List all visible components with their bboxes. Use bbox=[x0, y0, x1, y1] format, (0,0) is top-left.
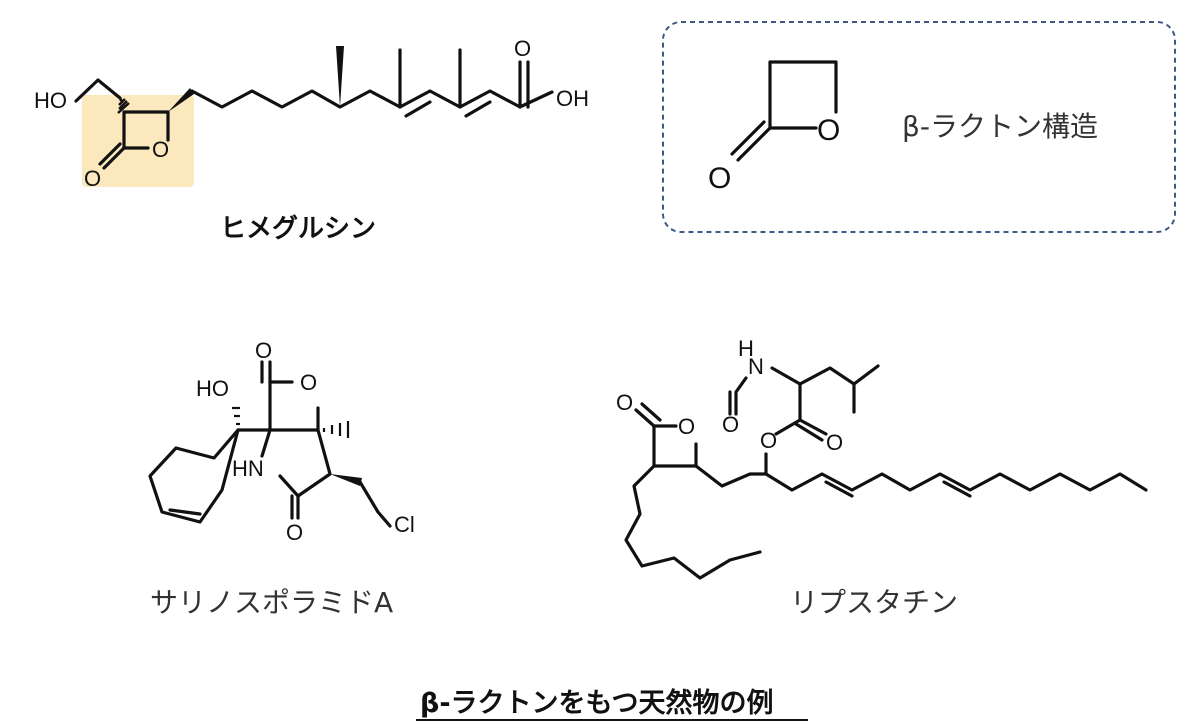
bond-core-carbonyl bbox=[730, 120, 772, 162]
bond-carbonyl bbox=[98, 142, 126, 170]
bond-acid-oh bbox=[520, 90, 554, 108]
bond-double-1 bbox=[404, 100, 432, 118]
atom-sal-ring-o: O bbox=[300, 370, 317, 395]
sal-wedge bbox=[330, 474, 362, 486]
atom-core-carbonyl-o: O bbox=[708, 162, 731, 195]
figure-caption: β-ラクトンをもつ天然物の例 bbox=[420, 687, 773, 719]
bond-lip-carbonyl bbox=[634, 402, 662, 428]
himeglucin-structure: HO O O O OH bbox=[34, 36, 589, 191]
atom-acid-o: O bbox=[514, 36, 531, 61]
atom-lip-formyl-o: O bbox=[722, 412, 739, 437]
himeglucin-label: ヒメグルシン bbox=[220, 214, 376, 244]
atom-acid-oh: OH bbox=[556, 86, 589, 111]
bond-sal-carbonyl bbox=[260, 360, 272, 384]
atom-lip-ester-o2: O bbox=[760, 428, 777, 453]
beta-lactone-structure: O O bbox=[708, 60, 840, 195]
bond-lip-hexyl bbox=[624, 464, 762, 580]
atom-ho: HO bbox=[34, 88, 67, 113]
atom-sal-hn: HN bbox=[232, 456, 264, 481]
bond-sal-lactam-co bbox=[290, 494, 300, 520]
atom-lip-n: N bbox=[748, 354, 764, 379]
atom-lip-ring-o: O bbox=[678, 414, 695, 439]
bond-sal-lactone bbox=[268, 380, 320, 432]
salinosporamide-structure: O O HN O Cl HO bbox=[148, 338, 415, 545]
bond-side-chain bbox=[190, 89, 522, 109]
methyl-wedge bbox=[336, 46, 344, 107]
bond-double-2 bbox=[464, 100, 492, 118]
atom-carbonyl-o: O bbox=[84, 166, 101, 191]
bond-sal-cyclohexene bbox=[148, 428, 240, 524]
bond-lip-leucine bbox=[770, 364, 880, 414]
bond-lip-formyl bbox=[728, 376, 748, 416]
atom-sal-ho: HO bbox=[196, 376, 229, 401]
atom-sal-carbonyl-o: O bbox=[255, 338, 272, 363]
bond-sal-ring-double bbox=[168, 508, 202, 516]
bond-lip-ester bbox=[774, 382, 828, 442]
beta-lactone-label: β-ラクトン構造 bbox=[902, 110, 1098, 143]
bond-acid-carbonyl bbox=[518, 60, 530, 109]
atom-sal-cl: Cl bbox=[394, 512, 415, 537]
bond-sal-lactam bbox=[260, 428, 332, 498]
sal-oh-hash bbox=[232, 406, 240, 426]
bond-hydroxymethyl bbox=[74, 78, 122, 103]
atom-lip-carbonyl-o: O bbox=[616, 390, 633, 415]
atom-core-o: O bbox=[817, 114, 840, 147]
bond-lip-main-chain bbox=[694, 464, 1148, 492]
lipstatin-structure: H N O O O O O bbox=[616, 336, 1148, 580]
bond-lip-double-bonds bbox=[824, 480, 972, 498]
atom-lip-h: H bbox=[738, 336, 754, 361]
bond-sal-chloroethyl bbox=[358, 480, 392, 528]
wedge-bond bbox=[168, 88, 194, 112]
lipstatin-label: リプスタチン bbox=[790, 586, 958, 619]
beta-lactone-box bbox=[662, 21, 1176, 233]
salinosporamide-label: サリノスポラミドA bbox=[150, 586, 393, 619]
atom-sal-lactam-o: O bbox=[286, 520, 303, 545]
atom-ring-o: O bbox=[152, 137, 169, 162]
bond-lip-lactone bbox=[652, 424, 698, 468]
sal-methyl-hash bbox=[322, 421, 350, 438]
atom-lip-ester-o: O bbox=[826, 430, 843, 455]
hash-wedge bbox=[117, 98, 130, 114]
